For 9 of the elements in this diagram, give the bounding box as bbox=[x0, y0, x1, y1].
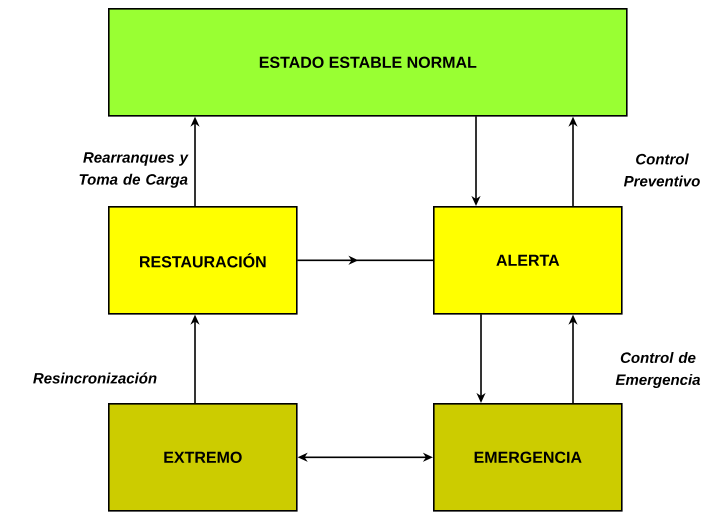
edge-label: Rearranques y Toma de Carga bbox=[80, 152, 189, 188]
edge-label: Resincronización bbox=[33, 372, 156, 384]
state-box: ALERTA bbox=[433, 206, 623, 315]
edge-label: Control de Emergencia bbox=[616, 352, 700, 388]
state-box: EMERGENCIA bbox=[433, 403, 623, 512]
state-box: ESTADO ESTABLE NORMAL bbox=[108, 8, 628, 117]
state-box: RESTAURACIÓN bbox=[108, 206, 298, 315]
edge-label: Control Preventivo bbox=[624, 154, 700, 186]
state-box: EXTREMO bbox=[108, 403, 298, 512]
